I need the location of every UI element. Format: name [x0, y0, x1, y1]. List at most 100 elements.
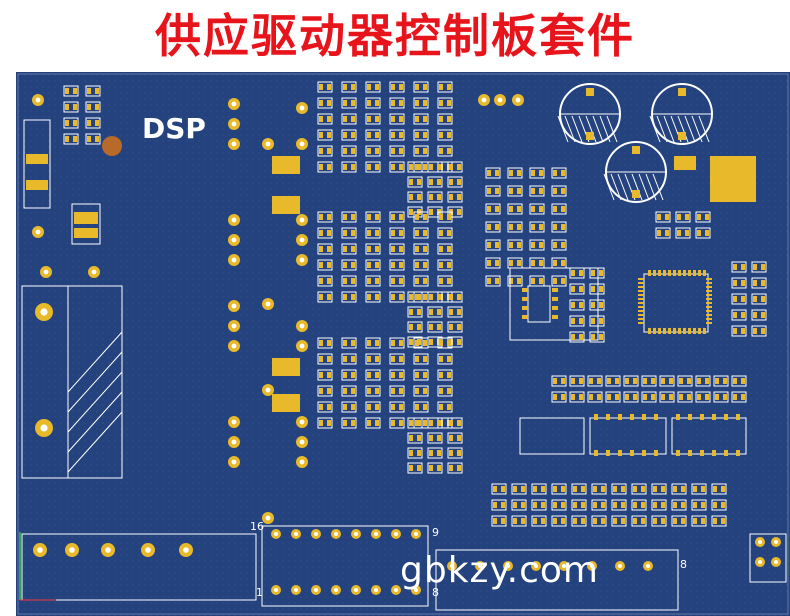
smd-component [389, 161, 405, 173]
smd-pad [599, 334, 603, 340]
smd-pad [638, 322, 644, 324]
smd-pad [633, 378, 637, 384]
smd-pad [351, 372, 355, 378]
smd-pad [457, 339, 461, 345]
drill-hole [231, 323, 237, 329]
smd-pad [423, 84, 427, 90]
smd-component [671, 483, 687, 495]
smd-pad [439, 148, 443, 154]
smd-pad [437, 435, 441, 441]
smd-pad [658, 270, 661, 276]
smd-pad [375, 372, 379, 378]
smd-pad [613, 518, 617, 524]
smd-component [491, 483, 507, 495]
smd-pad [638, 306, 644, 308]
smd-component [531, 499, 547, 511]
smd-pad [375, 356, 379, 362]
smd-pad [319, 132, 323, 138]
smd-component [365, 161, 381, 173]
smd-pad [415, 372, 419, 378]
smd-pad [437, 324, 441, 330]
smd-pad [399, 262, 403, 268]
smd-pad [399, 230, 403, 236]
smd-pad [594, 414, 598, 420]
smd-pad [487, 278, 491, 284]
smd-pad [399, 148, 403, 154]
smd-pad [423, 404, 427, 410]
smd-pad [272, 394, 300, 412]
drill-hole [231, 459, 237, 465]
smd-component [389, 291, 405, 303]
smd-component [365, 227, 381, 239]
smd-pad [391, 420, 395, 426]
smd-component [507, 275, 523, 287]
smd-pad [688, 270, 691, 276]
smd-pad [399, 116, 403, 122]
smd-pad [417, 309, 421, 315]
smd-pad [561, 242, 565, 248]
smd-pad [447, 230, 451, 236]
smd-component [529, 185, 545, 197]
smd-pad [343, 404, 347, 410]
smd-pad [449, 435, 453, 441]
smd-pad [561, 170, 565, 176]
smd-pad [375, 246, 379, 252]
smd-pad [552, 297, 558, 301]
smd-pad [319, 84, 323, 90]
smd-pad [375, 230, 379, 236]
smd-pad [571, 270, 575, 276]
smd-component [365, 337, 381, 349]
drill-hole [478, 564, 482, 568]
smd-pad [633, 502, 637, 508]
smd-component [731, 293, 747, 305]
smd-pad [693, 486, 697, 492]
smd-component [589, 315, 605, 327]
smd-pad [423, 148, 427, 154]
smd-component [751, 277, 767, 289]
smd-pad [391, 262, 395, 268]
smd-pad [509, 170, 513, 176]
smd-pad [553, 502, 557, 508]
smd-pad [457, 450, 461, 456]
smd-component [317, 211, 333, 223]
smd-pad [661, 502, 665, 508]
smd-pad [700, 450, 704, 456]
smd-pad [688, 328, 691, 334]
smd-pad [319, 404, 323, 410]
smd-pad [423, 116, 427, 122]
smd-pad [399, 388, 403, 394]
smd-component [491, 515, 507, 527]
smd-component [389, 417, 405, 429]
smd-pad [495, 242, 499, 248]
smd-pad [654, 450, 658, 456]
smd-component [611, 515, 627, 527]
smd-component [317, 97, 333, 109]
smd-component [587, 375, 603, 387]
drill-hole [105, 547, 111, 553]
smd-component [551, 221, 567, 233]
smd-pad [591, 318, 595, 324]
smd-component [407, 321, 423, 333]
silkscreen-hatch [67, 391, 123, 453]
smd-component [389, 145, 405, 157]
smd-component [551, 239, 567, 251]
smd-pad [415, 388, 419, 394]
smd-pad [761, 328, 765, 334]
smd-pad [439, 356, 443, 362]
smd-pad [367, 278, 371, 284]
smd-component [611, 483, 627, 495]
smd-component [365, 401, 381, 413]
smd-component [413, 227, 429, 239]
smd-component [569, 391, 585, 403]
smd-pad [439, 340, 443, 346]
smd-pad [706, 318, 712, 320]
smd-component [695, 391, 711, 403]
smd-pad [683, 270, 686, 276]
smd-pad [399, 84, 403, 90]
smd-pad [423, 294, 427, 300]
smd-component [407, 191, 423, 203]
smd-component [677, 375, 693, 387]
drill-hole [231, 439, 237, 445]
capacitor-hatch [677, 115, 689, 143]
smd-component [427, 321, 443, 333]
